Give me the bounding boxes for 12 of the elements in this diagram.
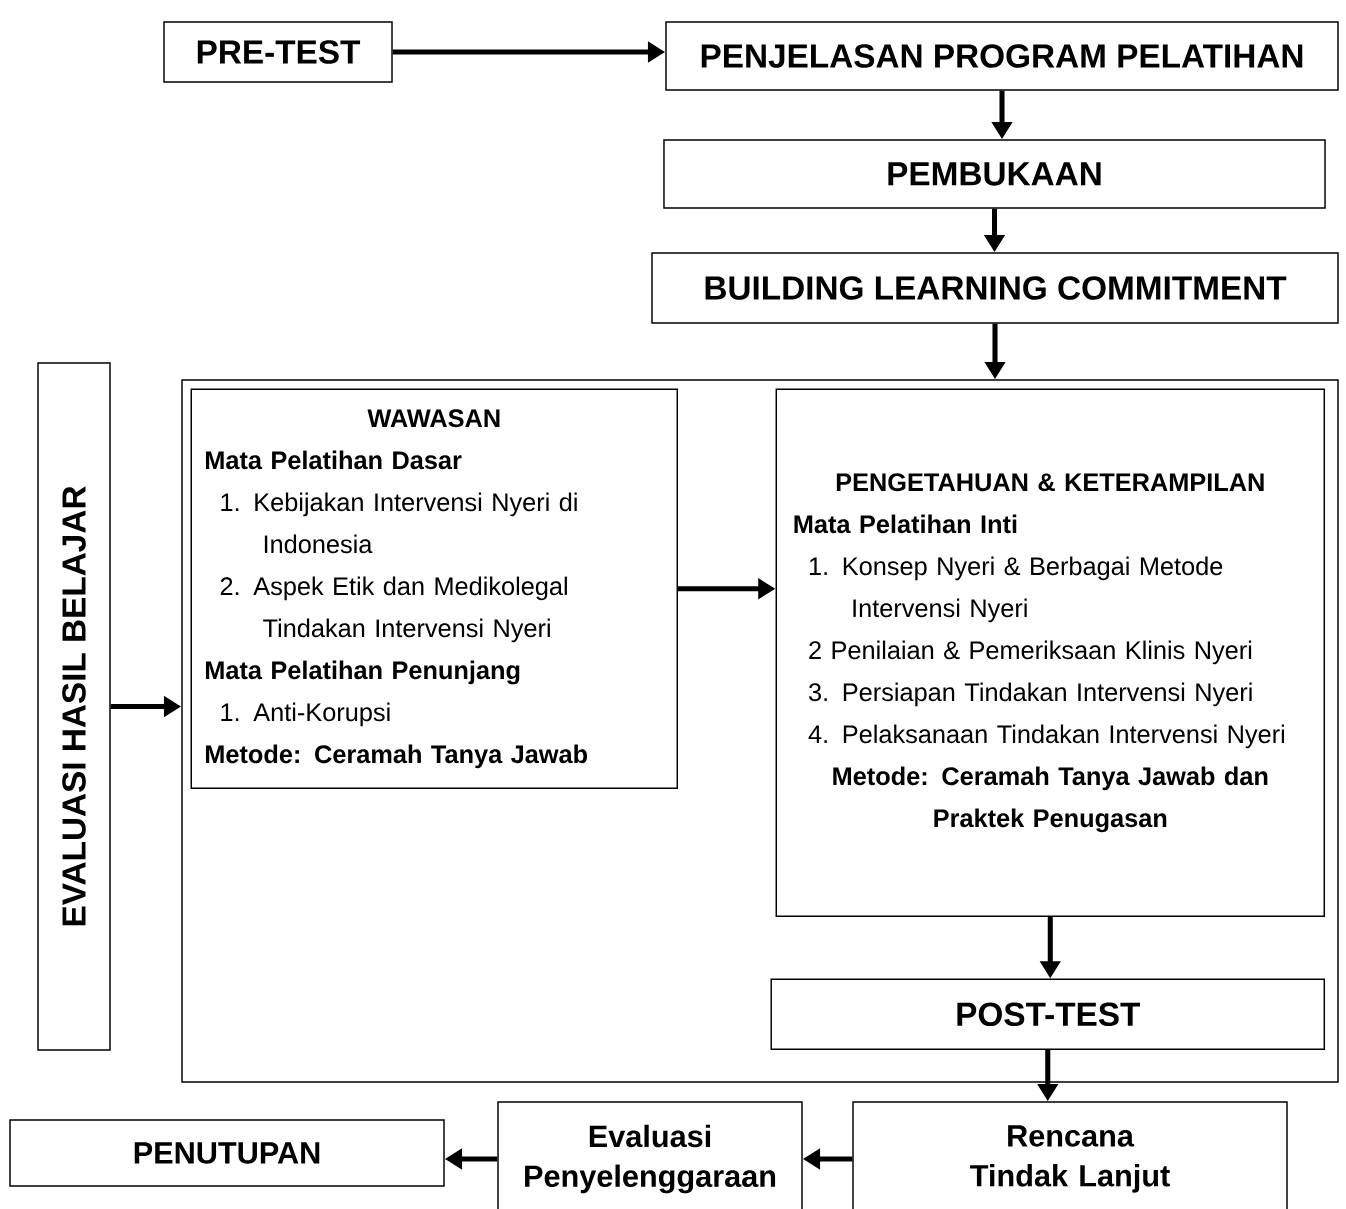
process-box: PENUTUPAN (9, 1119, 445, 1187)
process-box: Evaluasi Penyelenggaraan (497, 1101, 803, 1209)
process-box: WAWASAN Mata Pelatihan Dasar 1. Kebijakan Intervensi Nyeri di Indonesia 2. Aspek Etik dan Medikolegal Tindakan Intervensi Nyeri Mata Pelatihan Penunjang 1. Anti-Korupsi Metode: Ceramah Tanya Jawab (190, 388, 678, 789)
process-box: Rencana Tindak Lanjut (852, 1101, 1288, 1209)
process-box: EVALUASI HASIL BELAJAR (37, 362, 111, 1051)
process-box: PENJELASAN PROGRAM PELATIHAN (665, 21, 1339, 91)
process-box: PENGETAHUAN & KETERAMPILAN Mata Pelatihan Inti 1. Konsep Nyeri & Berbagai Metode Intervensi Nyeri 2 Penilaian & Pemeriksaan Klinis Nyeri 3. Persiapan Tindakan Intervensi Nyeri 4. Pelaksanaan Tindakan Intervensi Nyeri Metode: Ceramah Tanya Jawab dan Praktek Penugasan (775, 388, 1325, 917)
process-box: PRE-TEST (163, 21, 393, 83)
group-frame (181, 379, 1339, 1083)
process-box: BUILDING LEARNING COMMITMENT (651, 252, 1339, 324)
process-box: POST-TEST (770, 978, 1326, 1050)
process-box: PEMBUKAAN (663, 139, 1326, 209)
